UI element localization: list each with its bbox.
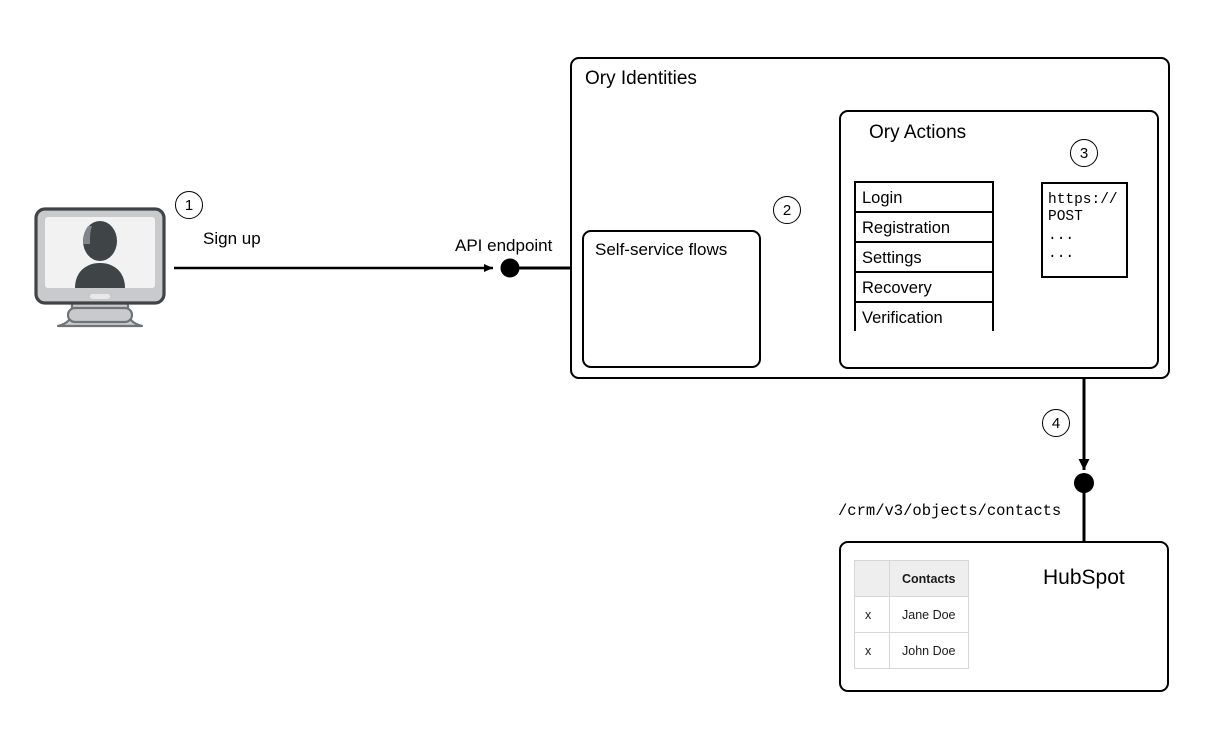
webhook-line-url: https:// (1048, 192, 1118, 208)
flow-item-verification[interactable]: Verification (856, 303, 992, 333)
api-endpoint-dot (500, 258, 520, 278)
self-service-flows-title: Self-service flows (595, 240, 728, 259)
row-contact-name: Jane Doe (889, 596, 969, 633)
ory-identities-title: Ory Identities (585, 68, 697, 89)
flow-item-recovery[interactable]: Recovery (856, 273, 992, 303)
ory-actions-flow-list: Login Registration Settings Recovery Ver… (854, 181, 994, 333)
flow-item-login[interactable]: Login (856, 183, 992, 213)
api-endpoint-label: API endpoint (455, 236, 553, 255)
row-select-mark[interactable]: x (854, 596, 890, 633)
flow-item-registration[interactable]: Registration (856, 213, 992, 243)
hubspot-title: HubSpot (1043, 566, 1125, 589)
webhook-line-body-2: ... (1048, 246, 1075, 262)
self-service-flows-box (582, 230, 761, 368)
webhook-line-method: POST (1048, 209, 1083, 225)
step-marker-4: 4 (1042, 409, 1070, 437)
step-marker-1: 1 (175, 191, 203, 219)
table-row[interactable]: x Jane Doe (854, 596, 969, 633)
flow-item-settings[interactable]: Settings (856, 243, 992, 273)
column-header-select (854, 560, 890, 597)
webhook-box (1041, 182, 1128, 278)
signup-label: Sign up (203, 229, 261, 248)
row-contact-name: John Doe (889, 632, 969, 669)
table-header-row: Contacts (854, 560, 969, 597)
contacts-table: Contacts x Jane Doe x John Doe (854, 560, 969, 669)
crm-path-label: /crm/v3/objects/contacts (838, 502, 1062, 520)
step-marker-3: 3 (1070, 139, 1098, 167)
step-marker-2: 2 (773, 196, 801, 224)
ory-actions-title: Ory Actions (869, 122, 967, 143)
column-header-contacts: Contacts (889, 560, 969, 597)
table-row[interactable]: x John Doe (854, 632, 969, 669)
row-select-mark[interactable]: x (854, 632, 890, 669)
webhook-line-body-1: ... (1048, 228, 1075, 244)
